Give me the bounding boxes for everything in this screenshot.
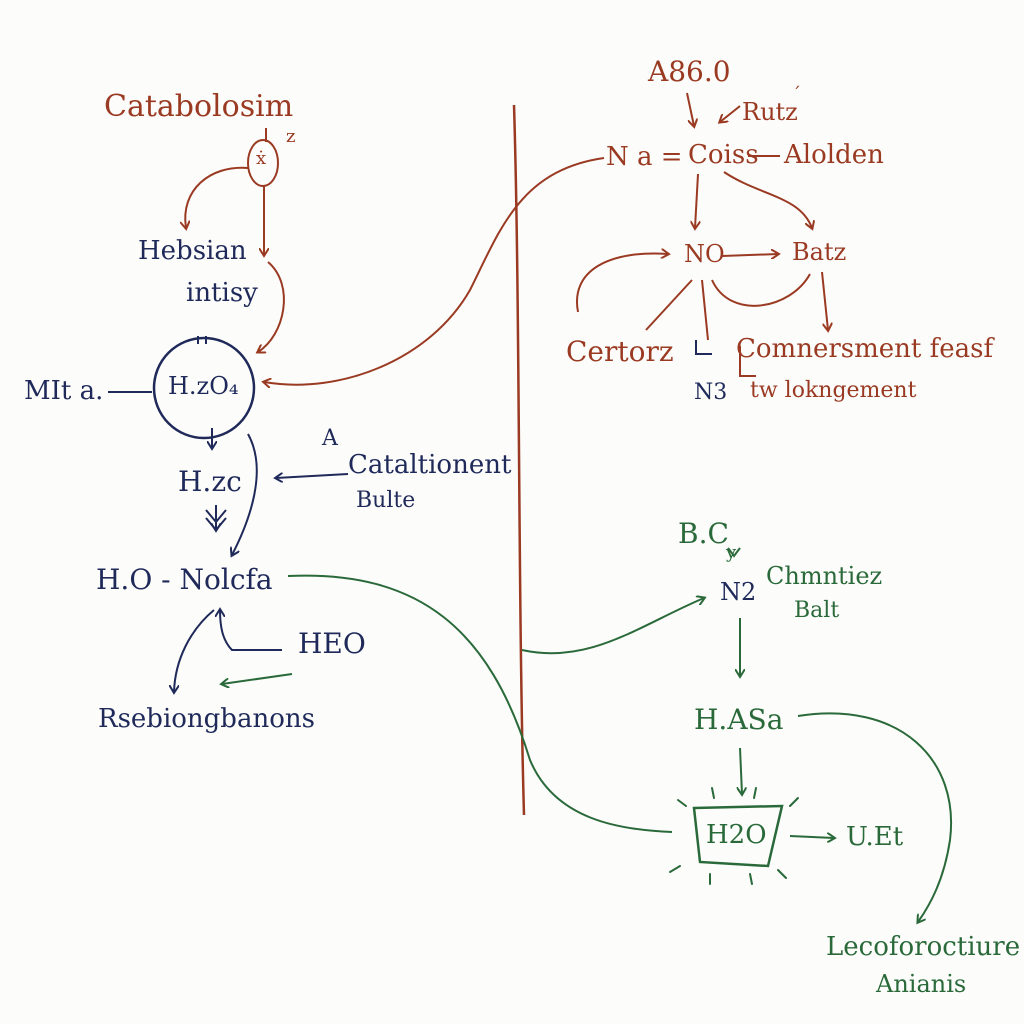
double-chevron (205, 509, 227, 532)
label-na: N a = (606, 142, 683, 172)
label-n3: N3 (694, 380, 728, 405)
label-anianis: Anianis (876, 970, 967, 998)
bracket-comnersment (739, 346, 756, 377)
label-certorz: Certorz (566, 335, 674, 368)
arrow-batz-down (821, 271, 828, 330)
curve-na-to-h2o (264, 157, 605, 385)
line-no-down (701, 279, 709, 341)
curve-hasa-to-leco (797, 712, 953, 922)
label-lokngement: tw lokngement (750, 378, 917, 403)
label-n2: N2 (720, 578, 757, 606)
label-a86: A86.0 (648, 55, 731, 88)
label-coiss: Coiss (688, 140, 759, 170)
label-circle-top: ẋ (256, 148, 267, 169)
arrow-coiss-to-batz (723, 171, 812, 228)
label-chmntiez: Chmntiez (766, 562, 883, 590)
label-intisy: intisy (186, 278, 258, 308)
label-uet: U.Et (846, 822, 904, 852)
label-ho-nolcfa: H.O - Nolcfa (96, 563, 273, 596)
label-rutz-accent: ´ (792, 84, 801, 105)
label-hebsian: Hebsian (138, 236, 247, 266)
divider-line (512, 104, 526, 816)
label-bc: B.C (678, 517, 729, 550)
arrow-nolcfa-to-rsebi (174, 609, 215, 692)
curve-nolcfa-to-h2o-box (287, 574, 673, 833)
label-hasa: H.ASa (694, 703, 784, 736)
arrow-to-h2o-circle (258, 261, 285, 352)
h2o-box (692, 804, 784, 868)
label-balt: Balt (794, 598, 840, 623)
label-no: NO (684, 240, 725, 268)
label-h2o-circle: H.zO₄ (168, 372, 239, 400)
label-rutz: Rutz (742, 98, 798, 126)
label-h2o-box: H2O (706, 820, 767, 850)
label-comnersment: Comnersment feasf (736, 334, 994, 364)
arrow-a86-down (686, 92, 694, 126)
n3-mark (695, 340, 712, 355)
label-alolden: Alolden (784, 140, 884, 170)
label-hzc: H.zc (178, 465, 242, 498)
h2o-circle (152, 336, 256, 440)
label-cataltionent: Cataltionent (348, 450, 512, 480)
arrow-h2o-box-to-uet (789, 836, 834, 838)
arrow-rutz (720, 105, 741, 122)
h2o-box-rays (669, 787, 799, 885)
label-cataltionent-mark: A (322, 426, 338, 451)
curve-right-of-hzc (232, 433, 258, 555)
label-rsebiongbanons: Rsebiongbanons (98, 704, 315, 734)
arrow-cataltionent-to-hzc (276, 474, 349, 478)
label-lecoforoctiure: Lecoforoctiure (826, 932, 1021, 962)
arrow-green-small (222, 673, 293, 684)
arrow-heo-to-nolcfa (220, 610, 282, 651)
label-mlta: MIt a. (24, 376, 104, 406)
label-heo: HEO (298, 627, 366, 660)
arrow-loop-to-no (575, 253, 668, 313)
h2o-circle-ticks (197, 336, 207, 344)
arrow-no-to-batz (721, 254, 778, 256)
arrow-coiss-to-no (695, 173, 698, 228)
label-bc-sub: y (726, 542, 737, 563)
label-bulte: Bulte (356, 488, 416, 513)
label-catabolosim: Catabolosim (104, 89, 294, 124)
arrow-circle-to-hebsian (185, 166, 249, 228)
line-no-to-certorz (645, 279, 693, 331)
bc-tick (727, 547, 741, 558)
arrow-hasa-to-h2o-box (740, 747, 742, 794)
label-circle-top-sup: z (286, 126, 296, 147)
curve-under-batz (711, 273, 811, 307)
label-batz: Batz (792, 238, 847, 266)
arrow-to-n2 (521, 598, 704, 655)
